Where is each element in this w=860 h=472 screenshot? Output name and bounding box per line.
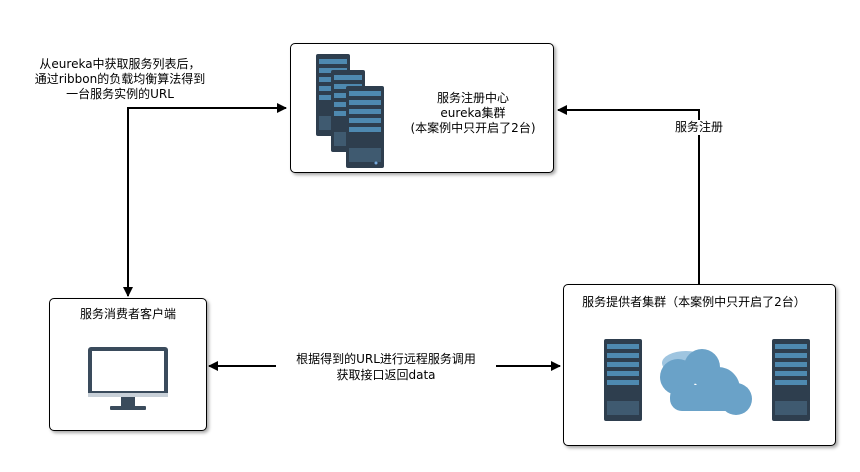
- monitor-icon: [88, 347, 168, 410]
- server-cluster-icon: [316, 54, 384, 168]
- provider-node[interactable]: 服务提供者集群（本案例中只开启了2台）: [563, 284, 836, 446]
- server-icon: [604, 339, 642, 421]
- provider-title: 服务提供者集群（本案例中只开启了2台）: [582, 295, 806, 309]
- fetch-connector: [127, 103, 287, 296]
- registry-node[interactable]: 服务注册中心 eureka集群 (本案例中只开启了2台): [290, 43, 554, 173]
- register-label: 服务注册: [664, 120, 734, 135]
- register-connector: [557, 105, 700, 284]
- registry-subtitle: eureka集群: [440, 106, 506, 120]
- server-icon: [772, 339, 810, 421]
- fetch-label-line2: 通过ribbon的负载均衡算法得到: [34, 72, 206, 86]
- call-label-line1: 根据得到的URL进行远程服务调用: [276, 352, 496, 367]
- fetch-label-line3: 一台服务实例的URL: [66, 87, 174, 101]
- consumer-node[interactable]: 服务消费者客户端: [49, 298, 207, 431]
- cloud-icon: [660, 349, 752, 415]
- server-icon: [346, 86, 384, 168]
- call-label-line2: 获取接口返回data: [276, 368, 496, 383]
- registry-note: (本案例中只开启了2台): [410, 121, 536, 135]
- fetch-label-line1: 从eureka中获取服务列表后，: [39, 57, 201, 71]
- consumer-title: 服务消费者客户端: [79, 307, 176, 321]
- registry-title: 服务注册中心: [436, 91, 509, 105]
